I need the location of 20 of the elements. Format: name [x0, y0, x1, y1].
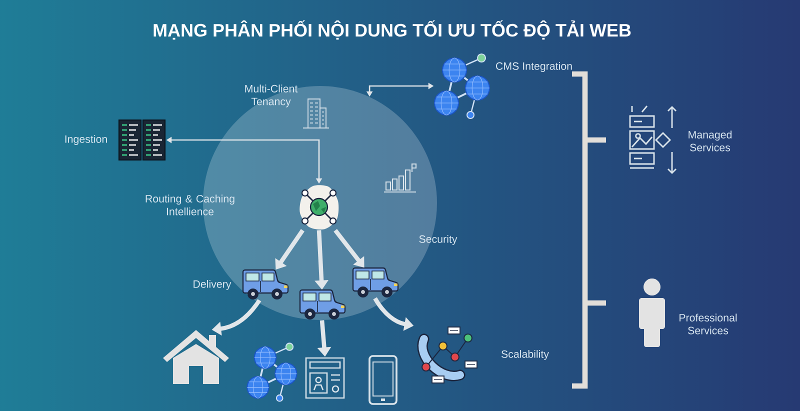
phone-network-icon — [417, 326, 478, 384]
globe-icon — [300, 185, 339, 230]
node-label: Professional Services — [680, 314, 737, 334]
title: MẠNG PHÂN PHỐI NỘI DUNG TỐI ƯU TỐC ĐỘ TẢI WEB — [154, 20, 631, 40]
phone-icon — [368, 355, 398, 405]
node-label: Managed Services — [688, 130, 732, 152]
feature-label: Scalability — [501, 350, 549, 360]
feature-label: Delivery — [194, 280, 232, 290]
car-icon — [242, 269, 289, 300]
node-label: Ingestion — [65, 135, 107, 145]
car-icon — [352, 267, 399, 298]
feature-label: Security — [419, 235, 458, 245]
node-label: Multi-Client Tenancy — [245, 84, 298, 108]
node-label: CMS Integration — [496, 62, 572, 72]
car-icon — [299, 289, 346, 320]
bar-chart-icon — [384, 163, 417, 193]
feature-label: Routing & Caching Intellience — [146, 194, 234, 216]
house-icon — [163, 330, 229, 384]
profile-card-icon — [305, 357, 345, 399]
network-icon — [246, 342, 298, 402]
